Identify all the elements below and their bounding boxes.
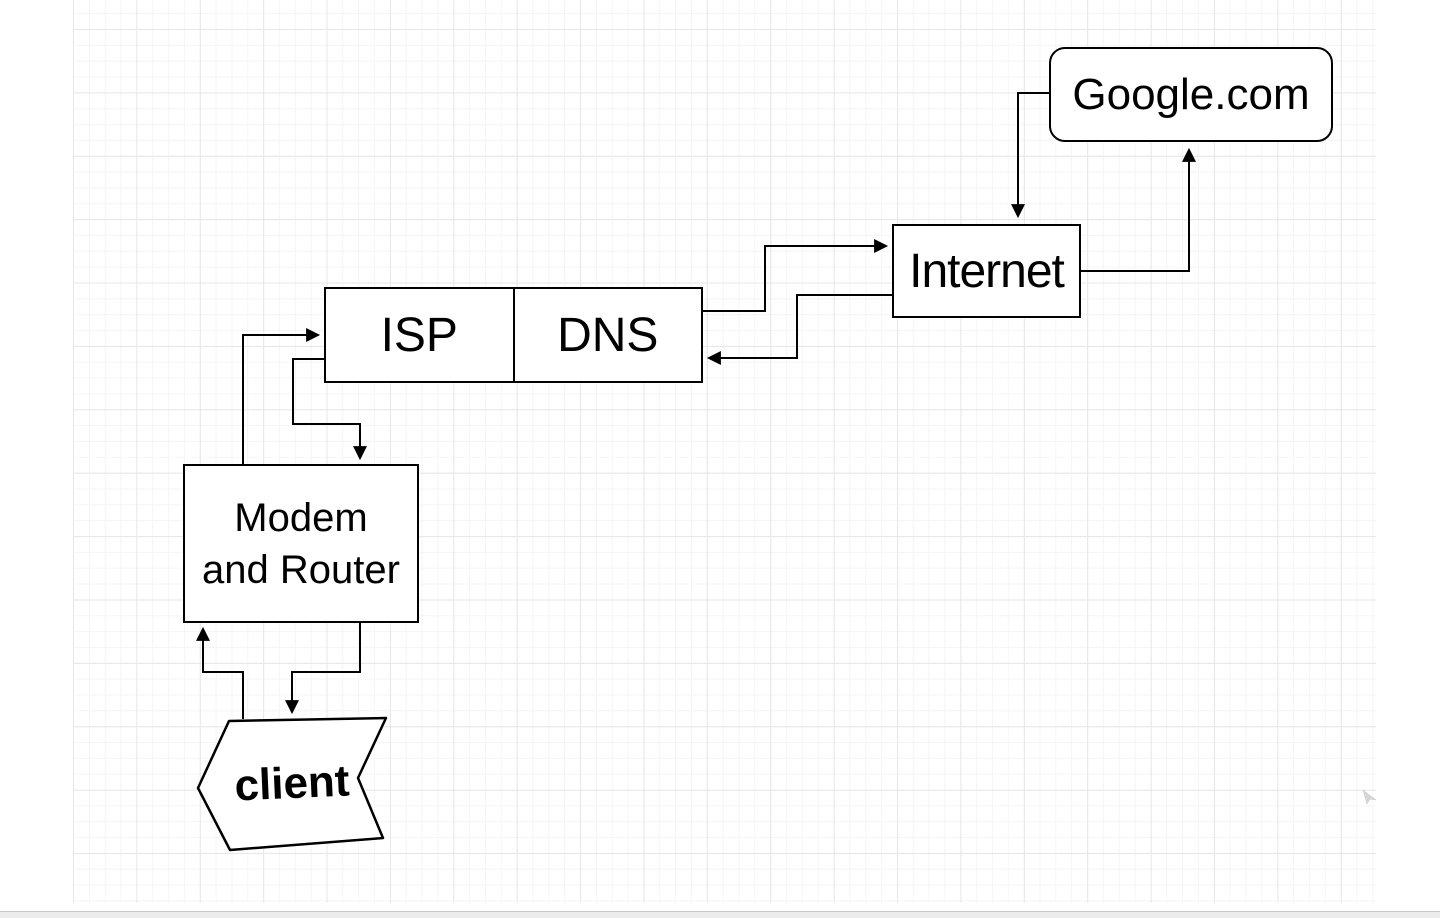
node-modem-router[interactable]: Modem and Router [183,464,419,623]
edge-isp-to-modem[interactable] [292,358,367,461]
edge-modem-to-client[interactable] [285,623,361,715]
node-internet[interactable]: Internet [892,224,1081,318]
node-google[interactable]: Google.com [1049,47,1333,142]
edge-modem-to-isp[interactable] [242,328,321,464]
window-bottom-edge [0,911,1440,918]
node-isp-label: ISP [380,308,458,362]
edge-internet-to-dns[interactable] [706,294,892,365]
node-isp-cell[interactable]: ISP [326,289,513,381]
edge-internet-to-google[interactable] [1081,147,1196,272]
node-dns-label: DNS [557,308,659,362]
node-modem-label-line1: Modem [234,495,368,540]
node-modem-label-line2: and Router [202,547,400,592]
node-client-label: client [233,756,351,811]
node-google-label: Google.com [1072,69,1310,119]
node-isp-dns[interactable]: ISP DNS [324,287,703,383]
edge-google-to-internet[interactable] [1011,92,1049,219]
node-client-shape[interactable] [196,716,388,852]
node-internet-label: Internet [909,244,1065,298]
node-dns-cell[interactable]: DNS [512,289,702,381]
edge-client-to-modem[interactable] [196,626,244,719]
mouse-cursor-icon [1362,789,1377,805]
edge-dns-to-internet[interactable] [703,239,889,312]
